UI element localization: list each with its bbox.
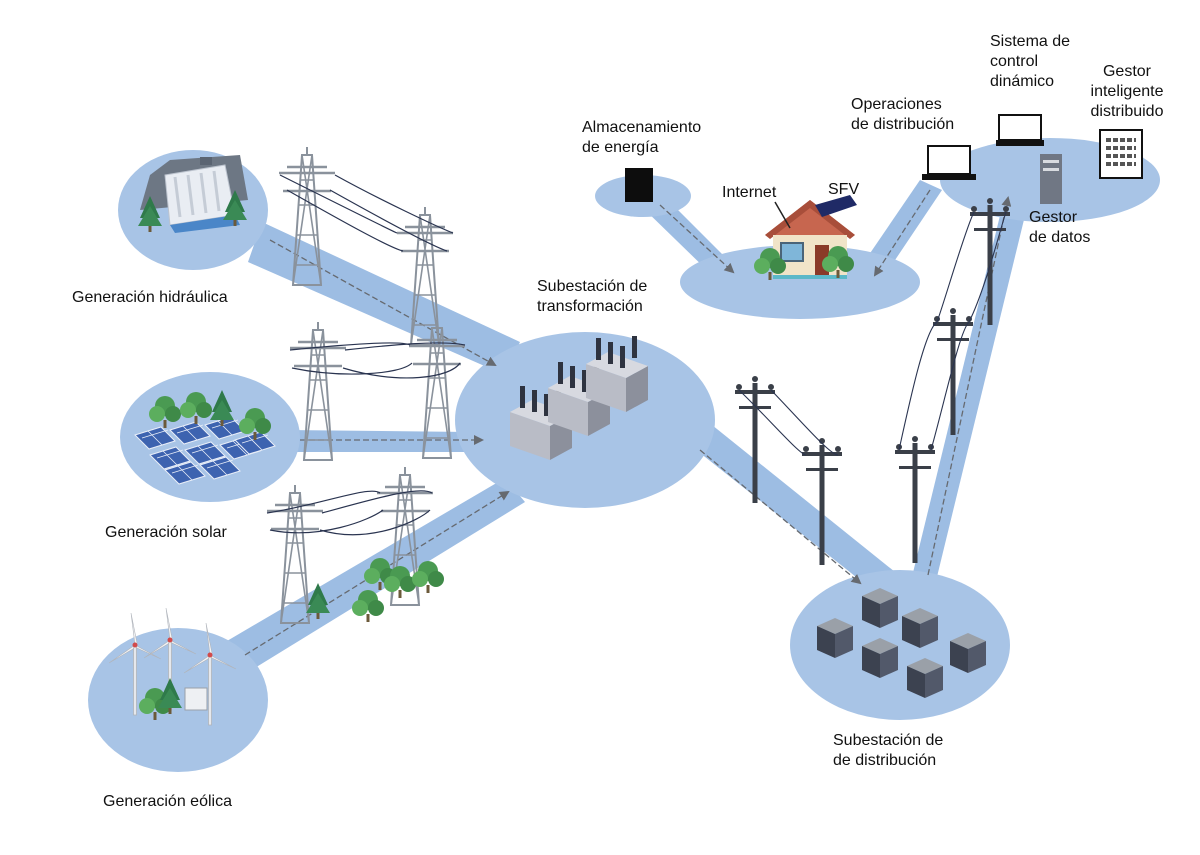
laptop-icon [922, 145, 976, 180]
label-internet: Internet [722, 184, 777, 201]
path-hydro [248, 222, 520, 375]
label-distributed-smart-manager: Gestor inteligente distribuido [1090, 63, 1164, 120]
arrow-storage [659, 204, 735, 274]
internet-pointer [774, 201, 791, 229]
label-wind-generation: Generación eólica [103, 793, 232, 810]
label-dynamic-control-system: Sistema de control dinámico [990, 33, 1071, 90]
dam-icon [140, 155, 248, 233]
label-distribution-operations: Operaciones de distribución [851, 96, 955, 133]
arrow-distribution [699, 449, 862, 585]
label-distribution-substation: Subestación de de distribución [833, 732, 944, 769]
power-wires [266, 174, 466, 536]
server-icon [1040, 154, 1062, 204]
distribution-wires [738, 211, 1007, 456]
control-house [184, 687, 208, 711]
battery-icon [625, 168, 653, 202]
arrow-operations [873, 189, 931, 277]
label-data-manager: Gestor de datos [1029, 209, 1091, 246]
path-solar [285, 430, 470, 452]
label-transformation-substation: Subestación de transformación [537, 278, 648, 315]
path-operations [862, 180, 942, 275]
monitor-icon [996, 114, 1044, 146]
path-control [910, 195, 1030, 585]
label-energy-storage: Almacenamiento de energía [582, 119, 702, 156]
control-panel-icon [1099, 129, 1143, 179]
label-solar-generation: Generación solar [105, 524, 227, 541]
label-hydro-generation: Generación hidráulica [72, 289, 228, 306]
distribution-bubble [790, 570, 1010, 720]
house-bubble [680, 245, 920, 319]
path-distribution [690, 425, 905, 600]
arrow-control [927, 196, 1012, 576]
label-sfv: SFV [828, 181, 860, 198]
arrow-hydro [269, 239, 497, 366]
